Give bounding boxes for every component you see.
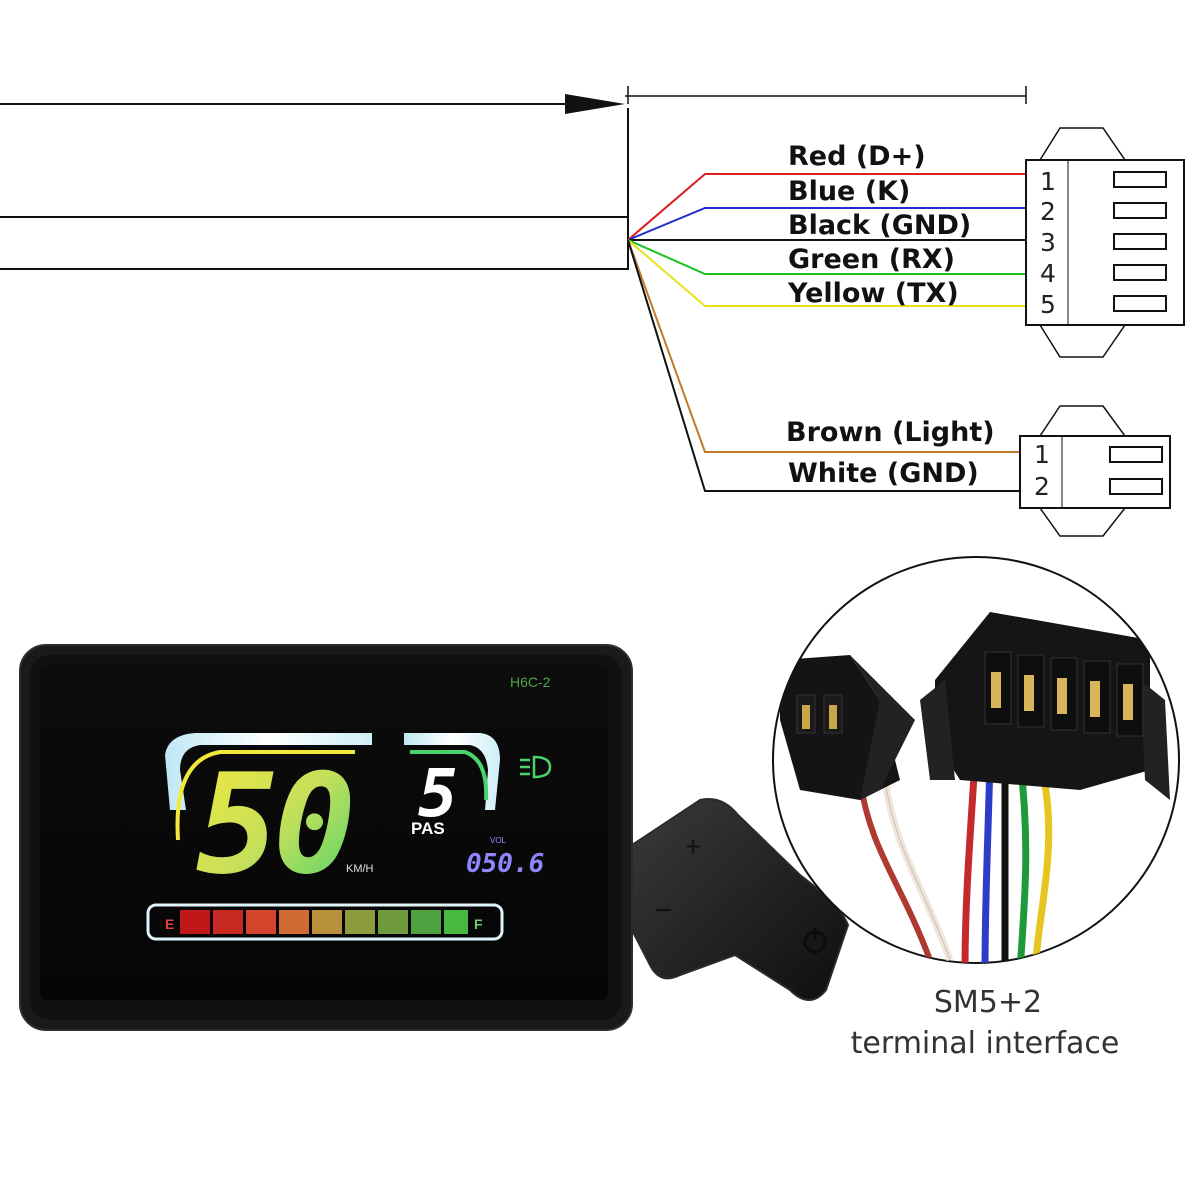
wire-labels-5pin: Red (D+) Blue (K) Black (GND) Green (RX)… (787, 141, 971, 309)
speed-gauge-bezel (165, 733, 500, 841)
dimension-arrow-icon (565, 94, 625, 114)
pas-level-readout: 5 (418, 755, 458, 832)
pin-number-2b: 2 (1034, 472, 1050, 501)
cable-drawing (0, 86, 1027, 270)
wire-labels-2pin: Brown (Light) White (GND) (786, 417, 995, 489)
wire-label-red: Red (D+) (788, 141, 926, 172)
caption-line-1: SM5+2 (934, 985, 1042, 1020)
minus-button[interactable]: − (655, 894, 673, 927)
wire-label-brown: Brown (Light) (786, 417, 995, 448)
pin-number-2: 2 (1040, 197, 1056, 226)
voltage-readout: 050.6 (466, 849, 544, 879)
plus-button[interactable]: + (685, 831, 701, 862)
model-label: H6C-2 (510, 674, 551, 690)
wire-label-white: White (GND) (788, 458, 979, 489)
display-unit: H6C-2 50 KM/H 5 PAS VOL 050.6 (19, 644, 850, 1031)
battery-full-label: F (474, 916, 483, 932)
pin-number-3: 3 (1040, 228, 1056, 257)
pin-number-1: 1 (1040, 167, 1056, 196)
speed-unit-label: KM/H (346, 863, 374, 875)
headlight-icon (520, 755, 552, 779)
caption: SM5+2 terminal interface (851, 985, 1120, 1061)
wire-label-yellow: Yellow (TX) (787, 278, 959, 309)
pin-number-5: 5 (1040, 290, 1056, 319)
connector-2pin-drawing: 1 2 (1019, 405, 1171, 537)
pin-number-1b: 1 (1034, 440, 1050, 469)
connector-photo (772, 556, 1180, 964)
battery-empty-label: E (165, 916, 174, 932)
connector-5pin-drawing: 1 2 3 4 5 (1025, 127, 1185, 358)
wires-5pin (627, 173, 1026, 307)
battery-bar: E F (146, 903, 504, 941)
wire-label-green: Green (RX) (788, 244, 955, 275)
speed-readout: 50 (196, 744, 351, 905)
wire-label-blue: Blue (K) (788, 176, 910, 207)
voltage-label: VOL (490, 836, 507, 845)
wire-label-black: Black (GND) (788, 210, 971, 241)
power-icon[interactable] (803, 928, 827, 954)
wires-2pin (627, 239, 1020, 492)
caption-line-2: terminal interface (851, 1026, 1120, 1061)
control-button-pad[interactable]: + − (631, 798, 850, 1001)
pas-label: PAS (411, 819, 445, 838)
pin-number-4: 4 (1040, 259, 1056, 288)
